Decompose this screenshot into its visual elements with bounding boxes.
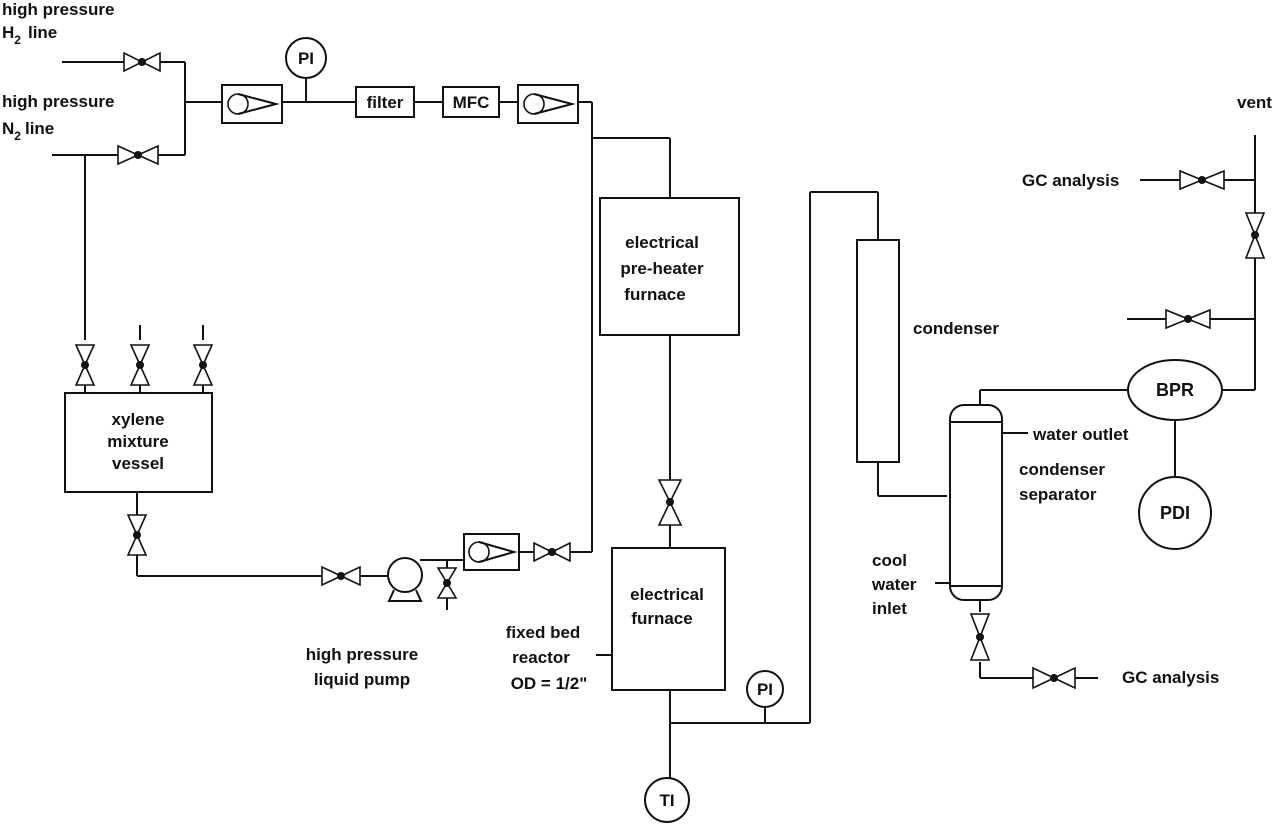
cool-label-3: inlet [872, 599, 907, 618]
h2-label-main: H [2, 23, 14, 42]
valve-liquid-line [533, 541, 571, 563]
valve-gc-top [1179, 169, 1225, 191]
preheater-label-2: pre-heater [620, 259, 704, 278]
furnace-label-1: electrical [630, 585, 704, 604]
pump-label-1: high pressure [306, 645, 418, 664]
valve-separator-outlet [969, 613, 991, 661]
condenser-separator [949, 404, 1003, 601]
vessel-label-1: xylene [112, 410, 165, 429]
n2-label-rest: line [25, 119, 54, 138]
valve-vessel-inlet-3 [192, 344, 214, 386]
preheater-furnace: electrical pre-heater furnace [599, 197, 740, 336]
pump-label-2: liquid pump [314, 670, 410, 689]
pdi-gauge: PDI [1138, 476, 1212, 550]
valve-furnace-inlet [657, 479, 683, 526]
mfc-label: MFC [453, 93, 490, 112]
filter: filter [355, 86, 415, 118]
condenser [856, 239, 900, 463]
furnace-label-2: furnace [631, 609, 692, 628]
valve-n2 [117, 144, 159, 166]
pi-gauge-top: PI [285, 37, 327, 79]
h2-label-rest: line [28, 23, 57, 42]
separator-label-1: condenser [1019, 460, 1105, 479]
piping [52, 61, 1256, 778]
reactor-label-3: OD = 1/2" [511, 674, 588, 693]
valve-vessel-inlet-2 [129, 344, 151, 386]
ti-label: TI [659, 791, 674, 810]
gc-bottom-label: GC analysis [1122, 668, 1219, 687]
pi-bottom-label: PI [757, 680, 773, 699]
cool-label-1: cool [872, 551, 907, 570]
preheater-label-1: electrical [625, 233, 699, 252]
liquid-pump [387, 557, 423, 602]
cool-label-2: water [871, 575, 917, 594]
h2-line-label: high pressure H2 line [2, 0, 114, 47]
separator-label-2: separator [1019, 485, 1097, 504]
gc-top-label: GC analysis [1022, 171, 1119, 190]
n2-label-main: N [2, 119, 14, 138]
h2-label-sub: 2 [14, 33, 21, 47]
pi-gauge-bottom: PI [746, 670, 784, 708]
water-outlet-label: water outlet [1032, 425, 1129, 444]
ti-gauge: TI [644, 777, 690, 823]
valve-h2 [123, 51, 161, 73]
valve-pump-bypass [436, 567, 458, 599]
pi-top-label: PI [298, 49, 314, 68]
n2-line-label: high pressure N2 line [2, 92, 114, 143]
vessel-label-2: mixture [107, 432, 168, 451]
electrical-furnace: electrical furnace [611, 547, 726, 691]
check-valve-2 [517, 84, 579, 124]
xylene-vessel: xylene mixture vessel [64, 392, 213, 493]
bpr: BPR [1127, 359, 1223, 421]
check-valve-1 [221, 84, 283, 124]
n2-label-sub: 2 [14, 129, 21, 143]
check-valve-3 [463, 533, 520, 571]
bpr-label: BPR [1156, 380, 1194, 400]
mfc: MFC [442, 86, 500, 118]
valve-pump-inlet [321, 565, 361, 587]
reactor-label-2: reactor [512, 648, 570, 667]
valve-vessel-inlet-1 [74, 344, 96, 386]
h2-label-1: high pressure [2, 0, 114, 19]
reactor-label-1: fixed bed [506, 623, 581, 642]
valve-bpr-side [1165, 308, 1211, 330]
valve-vessel-outlet [126, 514, 148, 556]
vessel-label-3: vessel [112, 454, 164, 473]
valve-gc-bottom [1032, 666, 1076, 690]
condenser-label: condenser [913, 319, 999, 338]
n2-label-1: high pressure [2, 92, 114, 111]
preheater-label-3: furnace [624, 285, 685, 304]
filter-label: filter [367, 93, 404, 112]
pdi-label: PDI [1160, 503, 1190, 523]
vent-label: vent [1237, 93, 1272, 112]
valve-vent [1244, 212, 1266, 259]
